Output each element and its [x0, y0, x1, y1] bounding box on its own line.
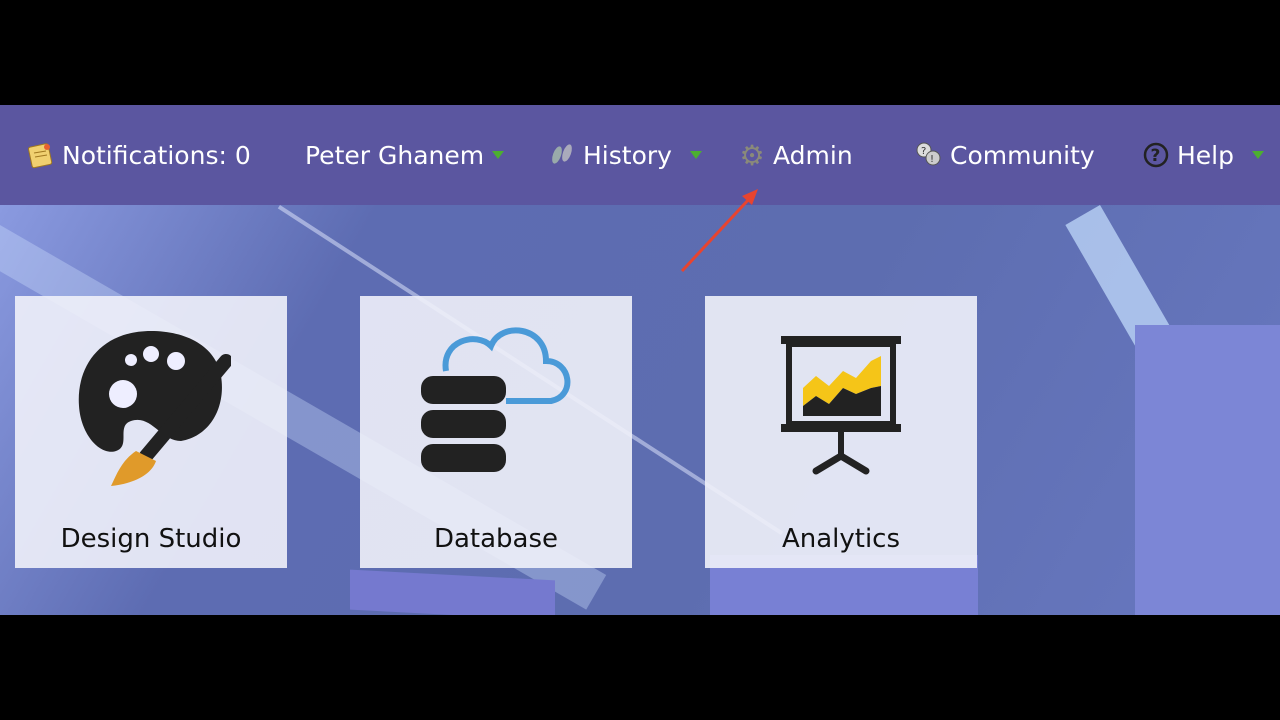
tile-label: Design Studio [60, 524, 242, 554]
tile-label: Analytics [781, 524, 901, 554]
admin-link[interactable]: ⚙ Admin [737, 105, 853, 205]
chevron-down-icon [1252, 151, 1264, 159]
tile-label: Database [433, 524, 559, 554]
presentation-chart-icon [781, 336, 901, 475]
tile-analytics[interactable]: Analytics [705, 296, 977, 568]
tile-design-studio[interactable]: Design Studio [15, 296, 287, 568]
tile-database[interactable]: Database [360, 296, 632, 568]
svg-text:?: ? [1151, 146, 1161, 166]
gear-icon: ⚙ [739, 138, 765, 172]
help-circle-icon: ? [1141, 140, 1171, 170]
palette-brush-icon [78, 331, 231, 486]
community-link[interactable]: ?! Community [914, 105, 1095, 205]
notepad-icon [26, 140, 56, 170]
footprints-icon [547, 140, 577, 170]
chevron-down-icon [689, 151, 702, 159]
notifications-link[interactable]: Notifications: 0 [26, 105, 251, 205]
user-menu[interactable]: Peter Ghanem [305, 105, 505, 205]
help-label: Help [1177, 140, 1234, 170]
server-cloud-icon [421, 327, 571, 472]
letterbox-bottom [0, 615, 1280, 720]
user-name: Peter Ghanem [305, 140, 485, 170]
chevron-down-icon [492, 151, 505, 159]
letterbox-top [0, 0, 1280, 105]
history-menu[interactable]: History [547, 105, 702, 205]
svg-text:!: ! [930, 154, 934, 165]
svg-text:?: ? [921, 146, 926, 157]
community-label: Community [950, 140, 1095, 170]
help-menu[interactable]: ? Help [1141, 105, 1264, 205]
history-label: History [583, 140, 672, 170]
top-nav: Notifications: 0 Peter Ghanem History ⚙ … [0, 105, 1280, 205]
speech-bubbles-icon: ?! [914, 140, 944, 170]
admin-label: Admin [773, 140, 853, 170]
notifications-label: Notifications: 0 [62, 140, 251, 170]
